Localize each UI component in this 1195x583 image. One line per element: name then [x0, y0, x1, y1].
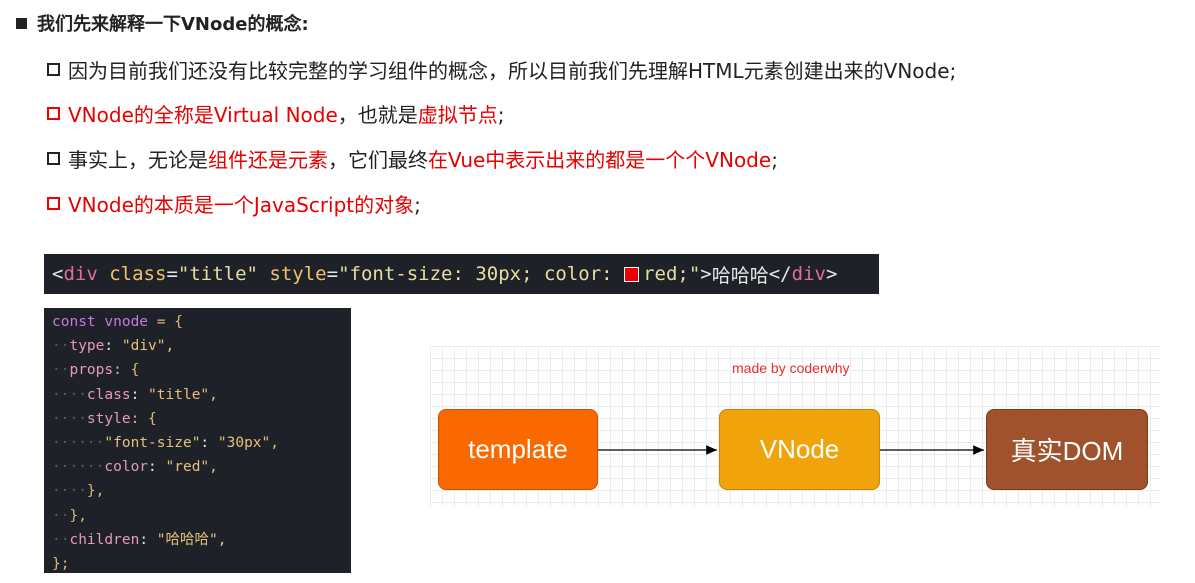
code-token: color	[104, 459, 149, 476]
bullet-text: ，它们最终	[328, 148, 428, 172]
code-line: ····class: "title",	[44, 383, 351, 407]
code-token: div	[791, 263, 826, 285]
code-line: ··children: "哈哈哈",	[44, 528, 351, 552]
code-token: :	[104, 338, 122, 355]
indent-guide: ····	[52, 410, 87, 427]
indent-guide: ······	[52, 459, 105, 476]
indent-guide: ····	[52, 483, 87, 500]
code-token: :	[200, 434, 218, 451]
code-token: :	[139, 531, 157, 548]
code-token: "30px",	[217, 434, 279, 451]
code-line: const vnode = {	[44, 310, 351, 334]
code-line: ··},	[44, 504, 351, 528]
code-line: ····style: {	[44, 407, 351, 431]
section-heading: 我们先来解释一下VNode的概念:	[16, 10, 309, 36]
bullet-item-3: 事实上，无论是组件还是元素，它们最终在Vue中表示出来的都是一个个VNode;	[47, 144, 778, 173]
bullet-item-1: 因为目前我们还没有比较完整的学习组件的概念，所以目前我们先理解HTML元素创建出…	[47, 55, 956, 84]
code-line: ······color: "red",	[44, 455, 351, 479]
square-bullet-icon	[47, 197, 60, 210]
bullet-item-4: VNode的本质是一个JavaScript的对象;	[47, 189, 421, 218]
bullet-text: Virtual Node	[213, 103, 338, 127]
code-token: class	[86, 386, 131, 403]
indent-guide: ··	[52, 507, 70, 524]
code-line: ······"font-size": "30px",	[44, 431, 351, 455]
html-code-snippet: <div class="title" style="font-size: 30p…	[44, 254, 879, 294]
code-token: },	[86, 483, 105, 500]
code-token: </	[768, 263, 792, 285]
bullet-text: 在Vue中表示出来的都是一个个VNode	[428, 148, 772, 172]
code-token: 哈哈哈	[711, 264, 769, 287]
code-token: "title",	[148, 386, 218, 403]
indent-guide: ··	[52, 531, 70, 548]
code-token: type	[69, 338, 105, 355]
bullet-item-2: VNode的全称是Virtual Node，也就是虚拟节点;	[47, 99, 505, 128]
vnode-flow-diagram: made by coderwhy template VNode 真实DOM	[430, 346, 1161, 506]
code-token: >	[825, 263, 838, 285]
code-token: },	[69, 507, 87, 524]
bullet-text: 事实上，无论是	[68, 148, 208, 172]
color-swatch-icon	[624, 266, 640, 282]
bullet-text: ，也就是	[337, 103, 418, 127]
code-token: :	[130, 386, 149, 403]
code-token	[98, 263, 109, 285]
code-token: children	[69, 531, 140, 548]
code-token: "font-size: 30px; color:	[338, 263, 625, 285]
vnode-code-block: const vnode = { ··type: "div", ··props: …	[44, 308, 351, 573]
code-token: "哈哈哈",	[156, 531, 227, 548]
code-token: "title"	[177, 263, 258, 285]
code-token: =	[166, 263, 178, 285]
square-bullet-icon	[47, 152, 60, 165]
code-token: style	[86, 410, 131, 427]
code-token: <	[52, 263, 64, 285]
code-token: const vnode	[52, 314, 149, 330]
indent-guide: ····	[52, 386, 87, 403]
bullet-text: ;	[414, 193, 421, 217]
code-token: div	[63, 263, 98, 285]
code-token: : {	[130, 410, 157, 427]
bullet-text: VNode的本质是一个JavaScript的对象	[68, 193, 415, 217]
code-token: "red",	[165, 459, 218, 476]
made-by-label: made by coderwhy	[732, 360, 850, 376]
flow-arrows	[598, 445, 984, 455]
filled-square-bullet-icon	[16, 17, 27, 29]
code-token: = {	[148, 314, 183, 330]
code-token: :	[148, 459, 166, 476]
bullet-text: 组件还是元素	[208, 148, 328, 172]
code-token: style	[269, 263, 327, 285]
indent-guide: ··	[52, 362, 70, 379]
heading-text: 我们先来解释一下VNode的概念:	[37, 14, 309, 35]
real-dom-node: 真实DOM	[986, 409, 1148, 490]
code-token: props	[69, 362, 114, 379]
bullet-text: ;	[771, 148, 778, 172]
code-token: red;"	[643, 263, 701, 285]
code-token: "font-size"	[104, 434, 201, 451]
code-line: };	[44, 552, 351, 576]
code-token: : {	[113, 362, 140, 379]
code-line: ··props: {	[44, 358, 351, 382]
code-line: ····},	[44, 479, 351, 503]
bullet-text: ;	[497, 103, 505, 127]
vnode-node: VNode	[719, 409, 880, 490]
code-token: class	[109, 263, 167, 285]
bullet-text: VNode的全称是	[68, 103, 214, 127]
code-token: =	[326, 263, 339, 285]
code-token: };	[52, 555, 70, 572]
indent-guide: ··	[52, 338, 70, 355]
code-token: "div",	[121, 338, 175, 355]
square-bullet-icon	[47, 107, 60, 120]
code-token: >	[700, 263, 712, 285]
template-node: template	[438, 409, 598, 490]
indent-guide: ······	[52, 434, 105, 451]
bullet-text: 因为目前我们还没有比较完整的学习组件的概念，所以目前我们先理解HTML元素创建出…	[68, 59, 957, 83]
code-line: ··type: "div",	[44, 334, 351, 358]
code-token	[258, 263, 269, 285]
square-bullet-icon	[47, 63, 60, 76]
bullet-text: 虚拟节点	[417, 103, 498, 127]
